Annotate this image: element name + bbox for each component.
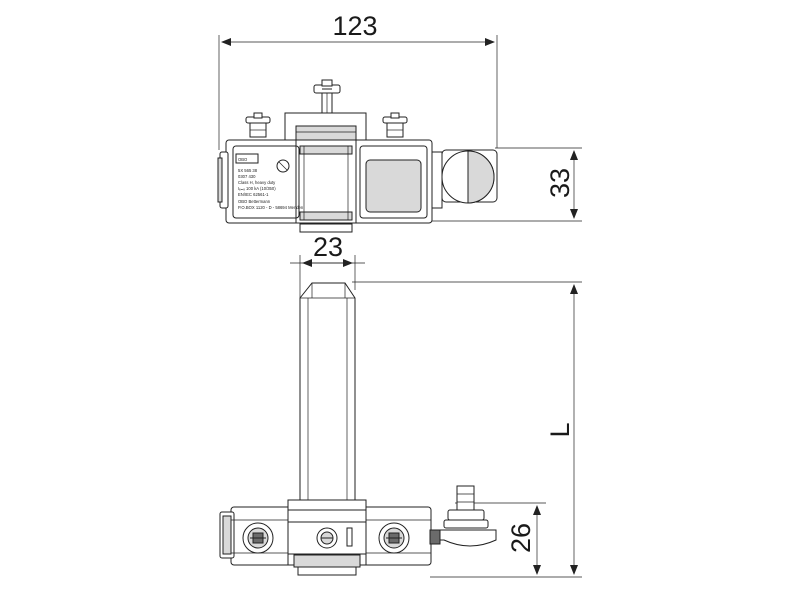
- label-line-2: 0307 430: [238, 174, 256, 179]
- top-round-terminal: [441, 149, 498, 204]
- dimension-height-bottom: 26: [455, 502, 546, 575]
- dimension-height-top: 33: [432, 147, 582, 222]
- top-main-body: [217, 139, 443, 233]
- clamping-strip: [299, 282, 356, 503]
- base-center-screw: [316, 527, 353, 549]
- label-line-5: EN/IEC 62561-1: [238, 192, 269, 197]
- dimension-length: L: [352, 281, 582, 578]
- label-line-3: Class H, heavy duty: [238, 180, 276, 185]
- product-label: OBO 5X 565 38 0307 430 Class H, heavy du…: [235, 153, 304, 210]
- dimension-width-top: 123: [218, 11, 498, 150]
- base-left-screw: [242, 522, 274, 554]
- dimension-label-width-clamp: 23: [313, 232, 343, 262]
- dimension-label-height-bottom: 26: [506, 523, 536, 553]
- label-line-6: OBO Bettermann: [238, 199, 271, 204]
- dimension-width-clamp: 23: [290, 232, 365, 300]
- dimension-label-height-top: 33: [545, 168, 575, 198]
- label-line-7: P.O.BOX 1120 - D - 58694 Menden: [238, 205, 304, 210]
- dimension-label-width-top: 123: [332, 11, 377, 41]
- top-right-screw: [382, 112, 408, 138]
- top-view: 123 33: [217, 11, 582, 233]
- front-view: 23 L 26: [219, 232, 582, 578]
- top-bracket: [284, 112, 367, 141]
- base-terminal-bolt: [429, 485, 497, 547]
- base-right-screw: [378, 522, 410, 554]
- top-left-screw: [245, 112, 271, 138]
- top-center-screw: [313, 79, 341, 114]
- label-line-1: 5X 565 38: [238, 168, 258, 173]
- svg-text:OBO: OBO: [238, 157, 248, 162]
- dimension-label-length: L: [545, 422, 575, 437]
- label-line-4: Iₑₘₑ 100 kA (10/350): [238, 186, 276, 191]
